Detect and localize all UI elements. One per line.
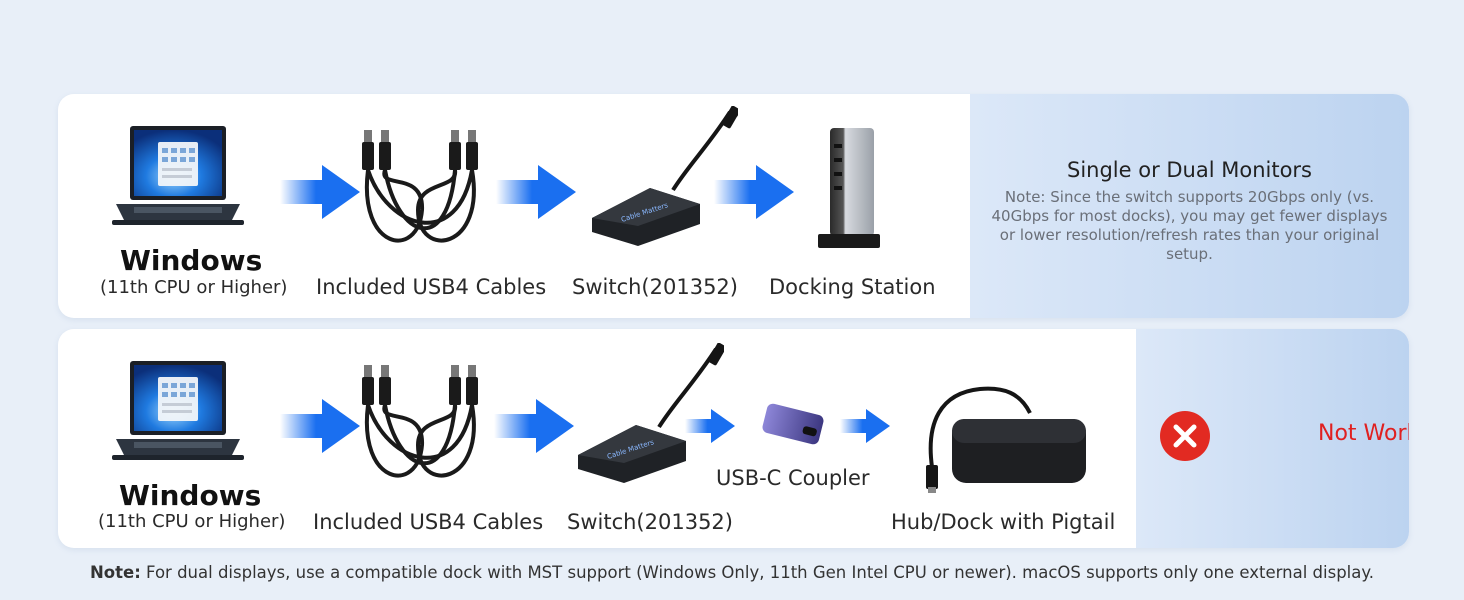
- kvm-switch-icon: Cable Matters: [578, 343, 724, 483]
- coupler-label: USB-C Coupler: [716, 466, 870, 490]
- hub-label: Hub/Dock with Pigtail: [891, 510, 1116, 534]
- panel-note: Note: Since the switch supports 20Gbps o…: [991, 188, 1388, 263]
- arrow-right-icon: [840, 409, 890, 443]
- x-circle-icon: [1160, 411, 1210, 461]
- cables-label: Included USB4 Cables: [316, 275, 547, 299]
- docking-station-icon: [818, 128, 880, 248]
- hub-dock-icon: [926, 386, 1086, 493]
- cables-label: Included USB4 Cables: [313, 510, 544, 534]
- usb-c-coupler-icon: [762, 403, 824, 445]
- panel-title: Single or Dual Monitors: [1066, 158, 1313, 182]
- footnote: Note: For dual displays, use a compatibl…: [0, 563, 1464, 582]
- usb4-cables-icon: [362, 365, 478, 478]
- os-requirement: (11th CPU or Higher): [98, 511, 286, 532]
- status-text: Not Working: [1318, 421, 1409, 446]
- os-name: Windows: [120, 244, 263, 277]
- info-panel: Single or Dual Monitors Note: Since the …: [970, 94, 1409, 318]
- status-panel: Not Working: [1136, 329, 1409, 548]
- arrow-right-icon: [685, 409, 735, 443]
- os-name: Windows: [119, 479, 262, 512]
- arrow-right-icon: [280, 399, 360, 453]
- incompatible-setup-row: Windows (11th CPU or Higher) Included US…: [58, 329, 1409, 548]
- switch-label: Switch(201352): [567, 510, 733, 534]
- arrow-right-icon: [714, 165, 794, 219]
- os-requirement: (11th CPU or Higher): [100, 277, 288, 298]
- laptop-icon: [112, 126, 244, 225]
- kvm-switch-icon: Cable Matters: [592, 106, 738, 246]
- switch-label: Switch(201352): [572, 275, 738, 299]
- laptop-icon: [112, 361, 244, 460]
- arrow-right-icon: [496, 165, 576, 219]
- footnote-label: Note:: [89, 563, 141, 582]
- compatible-setup-row: Windows (11th CPU or Higher) Included US…: [58, 94, 1409, 318]
- usb4-cables-icon: [362, 130, 478, 243]
- arrow-right-icon: [280, 165, 360, 219]
- arrow-right-icon: [494, 399, 574, 453]
- dock-label: Docking Station: [769, 275, 936, 299]
- footnote-text: For dual displays, use a compatible dock…: [146, 563, 1375, 582]
